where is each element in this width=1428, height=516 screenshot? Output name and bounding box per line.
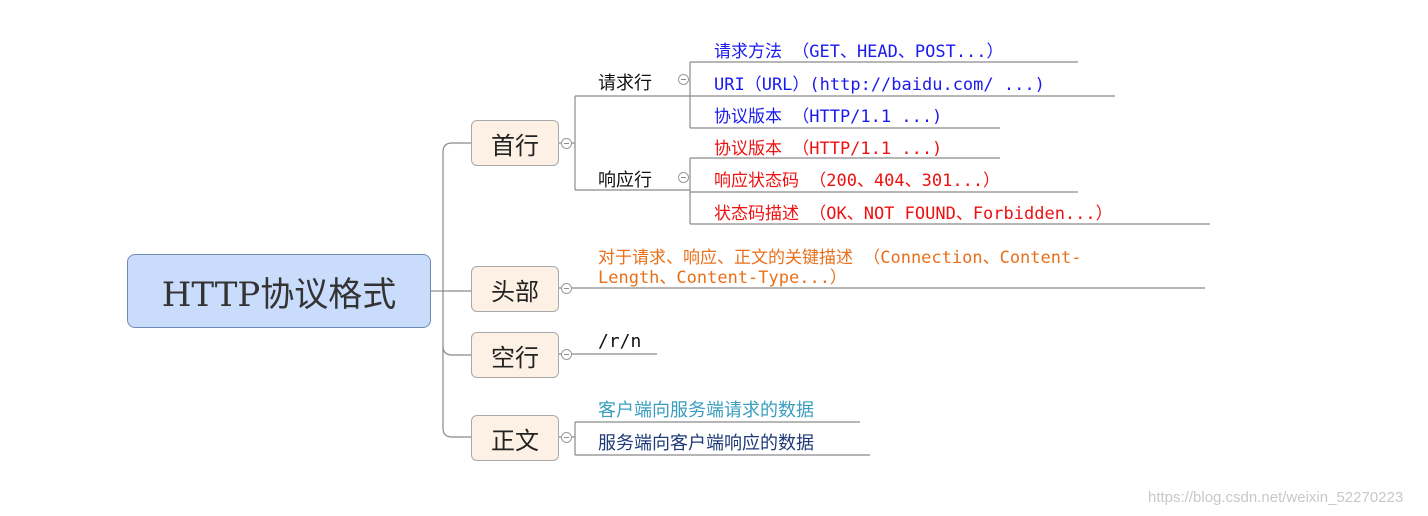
response-status-desc-item[interactable]: 状态码描述 （OK、NOT FOUND、Forbidden...） <box>714 204 1113 224</box>
body-response-item[interactable]: 服务端向客户端响应的数据 <box>598 433 814 454</box>
first-line-node[interactable]: 首行 <box>471 120 559 166</box>
collapse-request-line-icon[interactable] <box>678 74 689 85</box>
root-node[interactable]: HTTP协议格式 <box>127 254 431 328</box>
collapse-first-line-icon[interactable] <box>561 138 572 149</box>
header-desc-line1[interactable]: 对于请求、响应、正文的关键描述 （Connection、Content- <box>598 248 1082 268</box>
response-line-label[interactable]: 响应行 <box>598 170 652 191</box>
collapse-header-icon[interactable] <box>561 283 572 294</box>
request-line-label[interactable]: 请求行 <box>598 73 652 94</box>
request-uri-item[interactable]: URI（URL）(http://baidu.com/ ...) <box>714 75 1045 95</box>
request-method-item[interactable]: 请求方法 （GET、HEAD、POST...） <box>714 42 1004 62</box>
blank-line-desc[interactable]: /r/n <box>598 331 642 352</box>
request-version-item[interactable]: 协议版本 （HTTP/1.1 ...) <box>714 107 943 127</box>
response-status-code-item[interactable]: 响应状态码 （200、404、301...） <box>714 171 1001 191</box>
collapse-response-line-icon[interactable] <box>678 172 689 183</box>
collapse-blank-line-icon[interactable] <box>561 349 572 360</box>
response-version-item[interactable]: 协议版本 （HTTP/1.1 ...) <box>714 139 943 159</box>
body-request-item[interactable]: 客户端向服务端请求的数据 <box>598 400 814 421</box>
header-node[interactable]: 头部 <box>471 266 559 312</box>
blank-line-node[interactable]: 空行 <box>471 332 559 378</box>
body-node[interactable]: 正文 <box>471 415 559 461</box>
header-desc-line2[interactable]: Length、Content-Type...） <box>598 268 847 288</box>
collapse-body-icon[interactable] <box>561 432 572 443</box>
watermark-text: https://blog.csdn.net/weixin_52270223 <box>1148 489 1404 506</box>
